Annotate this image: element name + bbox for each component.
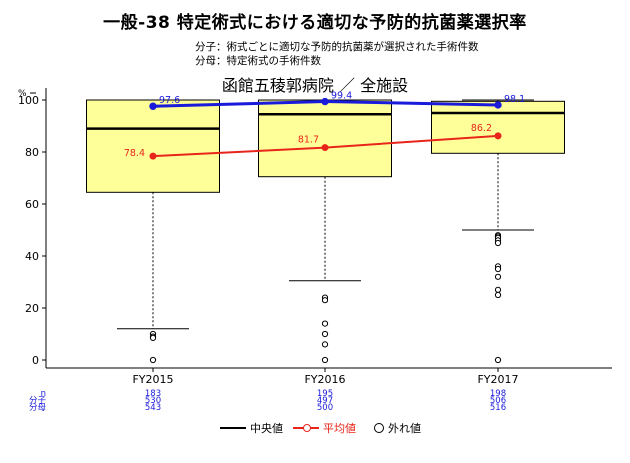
y-tick-label: 60 xyxy=(25,198,39,211)
x-tick-label: FY2015 xyxy=(132,373,173,386)
legend-outlier-label: 外れ値 xyxy=(388,422,421,435)
count-row-label: 分子 xyxy=(29,396,47,406)
mean-point xyxy=(149,152,157,160)
box-iqr xyxy=(258,99,392,178)
legend-outlier: 外れ値 xyxy=(366,420,421,436)
mean-value-label: 78.4 xyxy=(124,148,145,159)
hospital-point xyxy=(321,97,329,106)
box-group xyxy=(258,99,392,364)
hospital-value-label: 98.1 xyxy=(504,94,525,105)
outlier-point xyxy=(149,334,157,341)
numerator-note: 分子：術式ごとに適切な予防的抗菌薬が選択された手術件数 xyxy=(195,41,479,53)
count-value: 195 xyxy=(317,389,333,399)
mean-value-label: 86.2 xyxy=(471,123,492,134)
outlier-point xyxy=(149,356,157,364)
count-value: 198 xyxy=(490,389,506,399)
box-iqr xyxy=(86,99,220,193)
count-row-label: 分母 xyxy=(29,403,46,413)
denominator-note: 分母：特定術式の手術件数 xyxy=(195,55,321,67)
count-value: 497 xyxy=(317,396,333,406)
y-tick-label: 40 xyxy=(25,250,39,263)
legend: 中央値 平均値 外れ値 xyxy=(220,420,427,436)
outlier-point xyxy=(321,320,329,327)
count-value: 516 xyxy=(490,403,506,413)
outlier-point xyxy=(321,297,329,304)
x-tick-label: FY2016 xyxy=(304,373,345,386)
hospital-value-label: 97.6 xyxy=(159,95,180,106)
count-value: 183 xyxy=(145,389,161,399)
legend-mean-label: 平均値 xyxy=(323,422,356,435)
outlier-point xyxy=(321,356,329,364)
hospital-point xyxy=(494,101,502,109)
count-value: 530 xyxy=(145,396,161,406)
x-tick-label: FY2017 xyxy=(477,373,518,386)
outlier-point xyxy=(494,356,502,364)
outlier-point xyxy=(494,291,502,299)
count-value: 500 xyxy=(317,403,333,413)
outlier-point xyxy=(494,239,502,247)
legend-median-label: 中央値 xyxy=(250,422,283,435)
outlier-point xyxy=(321,330,329,338)
mean-point xyxy=(494,132,502,140)
outlier-point xyxy=(494,265,502,273)
mean-value-label: 81.7 xyxy=(298,135,319,146)
median-swatch xyxy=(220,427,246,429)
outlier-point xyxy=(494,273,502,280)
mean-swatch xyxy=(293,424,319,432)
hospital-point xyxy=(149,102,157,110)
count-row-label: n xyxy=(41,389,46,399)
y-axis-label: % xyxy=(18,89,27,99)
chart-subtitle: 函館五稜郭病院 ／ 全施設 xyxy=(221,76,409,95)
count-value: 543 xyxy=(145,403,161,413)
chart-title: 一般-38 特定術式における適切な予防的抗菌薬選択率 xyxy=(103,13,527,33)
box-group xyxy=(86,99,220,364)
count-value: 506 xyxy=(490,396,506,406)
outlier-point xyxy=(494,286,502,293)
y-tick-label: 20 xyxy=(25,302,39,315)
mean-point xyxy=(321,144,329,152)
legend-mean: 平均値 xyxy=(293,420,356,436)
legend-median: 中央値 xyxy=(220,420,283,436)
y-tick-label: 100 xyxy=(18,94,39,107)
hospital-value-label: 99.4 xyxy=(331,91,352,102)
outlier-point xyxy=(321,341,329,348)
y-tick-label: 0 xyxy=(32,354,39,367)
outlier-swatch xyxy=(374,423,384,433)
box-iqr xyxy=(431,100,565,154)
chart-notes: 分子：術式ごとに適切な予防的抗菌薬が選択された手術件数 分母：特定術式の手術件数 xyxy=(195,40,479,68)
y-tick-label: 80 xyxy=(25,146,39,159)
